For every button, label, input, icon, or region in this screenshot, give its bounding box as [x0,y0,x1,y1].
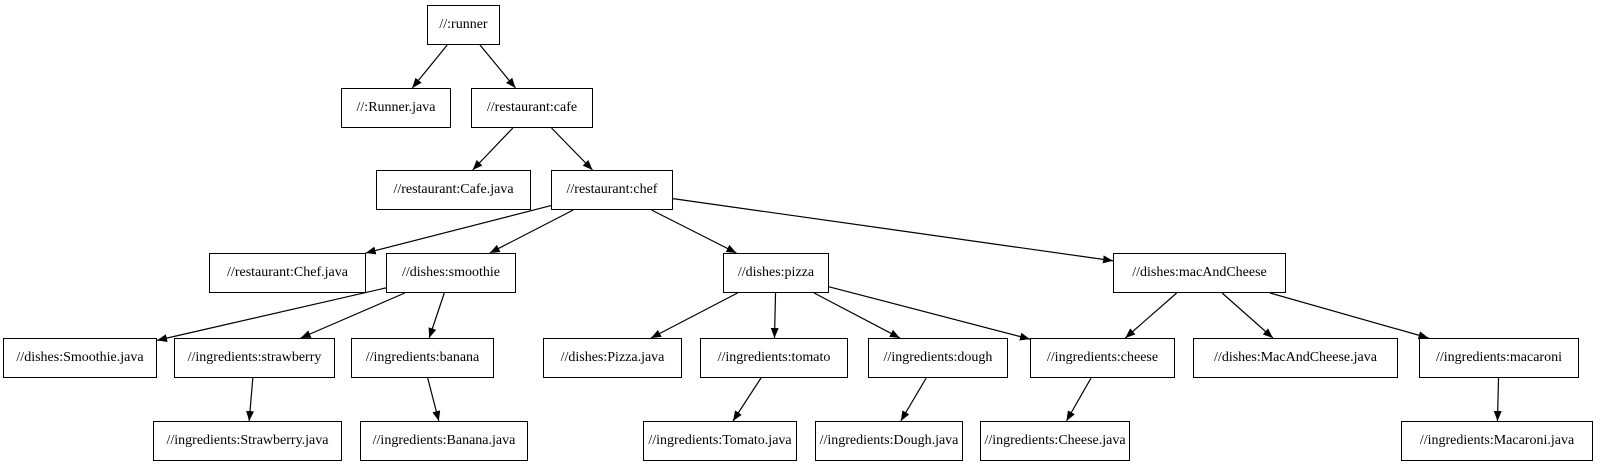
node-dough: //ingredients:dough [868,338,1008,378]
node-runner-java: //:Runner.java [341,88,451,128]
edge-strawberry-to-strawberry-java [246,377,255,422]
edge-chef-to-chef-java [365,205,552,255]
node-smoothie: //dishes:smoothie [386,253,516,293]
node-dough-java: //ingredients:Dough.java [815,421,963,461]
node-tomato-java: //ingredients:Tomato.java [643,421,797,461]
edge-banana-to-banana-java [427,377,441,422]
node-mac-and-cheese: //dishes:macAndCheese [1113,253,1286,293]
edge-cafe-to-cafe-java [472,127,514,171]
node-cheese-java: //ingredients:Cheese.java [980,421,1130,461]
edge-dough-to-dough-java [900,377,927,422]
node-strawberry-java: //ingredients:Strawberry.java [153,421,342,461]
node-banana-java: //ingredients:Banana.java [360,421,528,461]
edge-mac-and-cheese-to-macaroni [1269,292,1429,340]
edge-mac-and-cheese-to-cheese [1124,292,1178,339]
edge-smoothie-to-banana [428,292,445,339]
edge-smoothie-to-strawberry [300,292,406,339]
edge-pizza-to-cheese [828,286,1031,341]
edge-pizza-to-tomato [770,292,779,339]
edge-mac-and-cheese-to-mac-and-cheese-java [1221,292,1274,339]
edge-chef-to-pizza [651,209,737,254]
node-banana: //ingredients:banana [351,338,494,378]
node-macaroni-java: //ingredients:Macaroni.java [1401,421,1593,461]
node-strawberry: //ingredients:strawberry [174,338,335,378]
node-macaroni: //ingredients:macaroni [1419,338,1579,378]
node-cheese: //ingredients:cheese [1030,338,1175,378]
edge-smoothie-to-smoothie-java [156,287,387,343]
node-runner: //:runner [427,5,500,45]
edge-chef-to-smoothie [489,209,574,254]
node-mac-and-cheese-java: //dishes:MacAndCheese.java [1193,338,1398,378]
node-cafe-java: //restaurant:Cafe.java [376,170,531,210]
node-tomato: //ingredients:tomato [700,338,848,378]
edge-tomato-to-tomato-java [732,377,762,422]
node-cafe: //restaurant:cafe [471,88,593,128]
edge-pizza-to-pizza-java [650,292,738,339]
edge-runner-to-runner-java [411,44,448,89]
edge-cafe-to-chef [551,127,593,171]
edge-runner-to-cafe [479,44,516,89]
node-chef: //restaurant:chef [551,170,673,210]
node-smoothie-java: //dishes:Smoothie.java [3,338,157,378]
edge-cheese-to-cheese-java [1065,377,1092,422]
node-pizza: //dishes:pizza [723,253,829,293]
edge-macaroni-to-macaroni-java [1493,377,1502,422]
node-chef-java: //restaurant:Chef.java [209,253,366,293]
edge-pizza-to-dough [813,292,901,339]
edge-chef-to-mac-and-cheese [672,198,1114,264]
node-pizza-java: //dishes:Pizza.java [543,338,682,378]
